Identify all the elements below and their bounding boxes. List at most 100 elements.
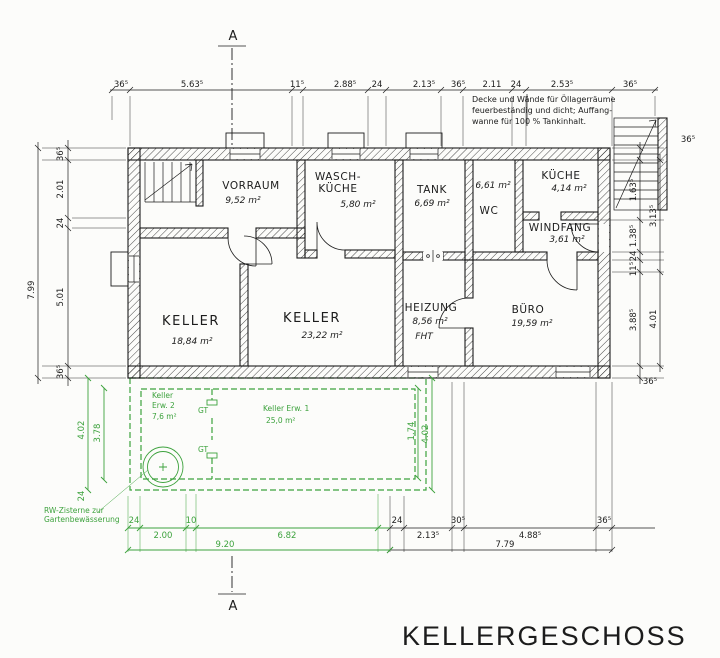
wall-exterior-stair (657, 117, 668, 211)
dim-label: 1.63⁵ (629, 179, 639, 201)
lightwell (225, 132, 265, 149)
wall-tank-bottom-a (402, 251, 424, 261)
extension-door-2 (206, 452, 218, 459)
dim-label: 2.01 (56, 180, 66, 199)
room-name-vorraum: VORRAUM (222, 180, 280, 192)
interior-stair (144, 162, 196, 203)
dim-label: 36⁵ (56, 365, 66, 379)
dim-label: 36⁵ (114, 80, 128, 90)
dim-label-total: 7.79 (496, 540, 515, 550)
door-waschkueche (316, 221, 346, 251)
extension-inner-wall (140, 388, 416, 480)
stair-treads (144, 162, 196, 203)
walls (127, 117, 668, 379)
room-area-tank: 6,69 m² (414, 199, 450, 209)
dim-label: 4.88⁵ (519, 531, 541, 541)
dim-label: 2.88⁵ (334, 80, 356, 90)
note-line2: feuerbeständig und dicht; Auffang- (472, 106, 612, 115)
dim-label: 24 (511, 80, 522, 90)
tank-room-note: Decke und Wände für Öllagerräume feuerbe… (472, 94, 616, 126)
wall-kueche-windfang-a (522, 211, 540, 221)
wall-kueche-windfang-b (560, 211, 599, 221)
room-area-keller1: 18,84 m² (171, 337, 212, 347)
dim-line-green-right-inner (414, 384, 422, 482)
room-area-keller2: 23,22 m² (301, 331, 342, 341)
extension-outer-wall (129, 377, 427, 491)
wall-waschkueche-bottom-b (344, 249, 396, 259)
ext-room2-line1: Keller (152, 391, 174, 400)
dim-label: 2.11 (483, 80, 502, 90)
dim-label: 24 (392, 516, 403, 526)
dim-label: 4.02 (421, 425, 431, 444)
cistern-note-line2: Gartenbewässerung (44, 515, 120, 524)
tank-opening-dot (426, 254, 430, 258)
outer-wall-right (597, 147, 611, 379)
door-keller (243, 235, 273, 265)
dim-line-green-left-outer (84, 374, 92, 494)
dim-label: 2.00 (154, 531, 173, 541)
wall-heizung-buero-a (464, 259, 474, 299)
ext-gt1-label: GT (198, 406, 209, 415)
window-symbol (331, 149, 361, 159)
dimension-labels: 36⁵ 5.63⁵ 11⁵ 2.88⁵ 24 2.13⁵ 36⁵ 2.11 24… (27, 80, 695, 550)
room-name-tank: TANK (416, 184, 447, 196)
lightwell (110, 251, 129, 287)
wall-waschkueche-left (296, 159, 306, 259)
lightwell (405, 132, 443, 149)
ext-room2-line2: Erw. 2 (152, 401, 175, 410)
dim-label: 2.13⁵ (413, 80, 435, 90)
dim-label: 36⁵ (623, 80, 637, 90)
dim-line-green-left-inner (100, 384, 108, 484)
dim-label: 1.38⁵ (629, 225, 639, 247)
dim-label: 36⁵ (597, 516, 611, 526)
dim-ticks-top (108, 86, 659, 94)
witness-lines-right (600, 147, 664, 379)
ext-room1-name: Keller Erw. 1 (263, 404, 309, 413)
room-name-waschkueche-1: WASCH- (315, 171, 361, 183)
extension-labels: Keller Erw. 2 7,6 m² Keller Erw. 1 25,0 … (44, 391, 309, 524)
dim-label: 5.63⁵ (181, 80, 203, 90)
door-vorraum (227, 237, 257, 267)
windows (110, 132, 609, 377)
wall-stair-side (195, 159, 204, 207)
dimension-lines (34, 86, 664, 554)
wall-wc-kueche (514, 159, 524, 253)
room-name-windfang: WINDFANG (529, 222, 591, 234)
dim-label: 36⁵ (451, 80, 465, 90)
witness-lines-bottom-green (127, 494, 379, 552)
dim-label-total: 9.20 (216, 540, 235, 550)
ext-gt2-label: GT (198, 445, 209, 454)
door-heizung-buero (438, 297, 470, 329)
room-name-waschkueche-2: KÜCHE (318, 182, 357, 195)
window-symbol (409, 149, 439, 159)
dim-label: 3.88⁵ (629, 309, 639, 331)
ext-room1-area: 25,0 m² (266, 416, 295, 425)
witness-lines-left (42, 147, 126, 379)
dim-label: 11⁵ (290, 80, 304, 90)
dim-label: 24 (56, 218, 66, 229)
window-symbol (407, 367, 439, 377)
lightwell (327, 132, 365, 149)
dim-label: 3.13⁵ (649, 205, 659, 227)
cistern-inner-circle (147, 451, 179, 483)
dim-label: 36⁵ (643, 377, 657, 387)
room-area-heizung: 8,56 m² (412, 317, 448, 327)
extension-door-1 (206, 399, 218, 406)
window-symbol (129, 255, 139, 283)
wall-tank-left (394, 159, 404, 367)
dim-line-green-right-outer (428, 374, 436, 494)
witness-lines-top (111, 96, 656, 146)
dim-label-total: 7.99 (27, 281, 37, 300)
outer-wall-bottom (127, 365, 611, 379)
room-area-buero: 19,59 m² (511, 319, 552, 329)
room-area-windfang: 3,61 m² (549, 235, 585, 245)
note-line1: Decke und Wände für Öllagerräume (472, 94, 616, 104)
window-symbol (229, 149, 261, 159)
dim-label: 10 (186, 516, 197, 526)
dim-label: 24 (77, 491, 87, 502)
stair-outline (613, 117, 659, 211)
extension-outline (97, 377, 427, 513)
dim-label: 2.13⁵ (417, 531, 439, 541)
